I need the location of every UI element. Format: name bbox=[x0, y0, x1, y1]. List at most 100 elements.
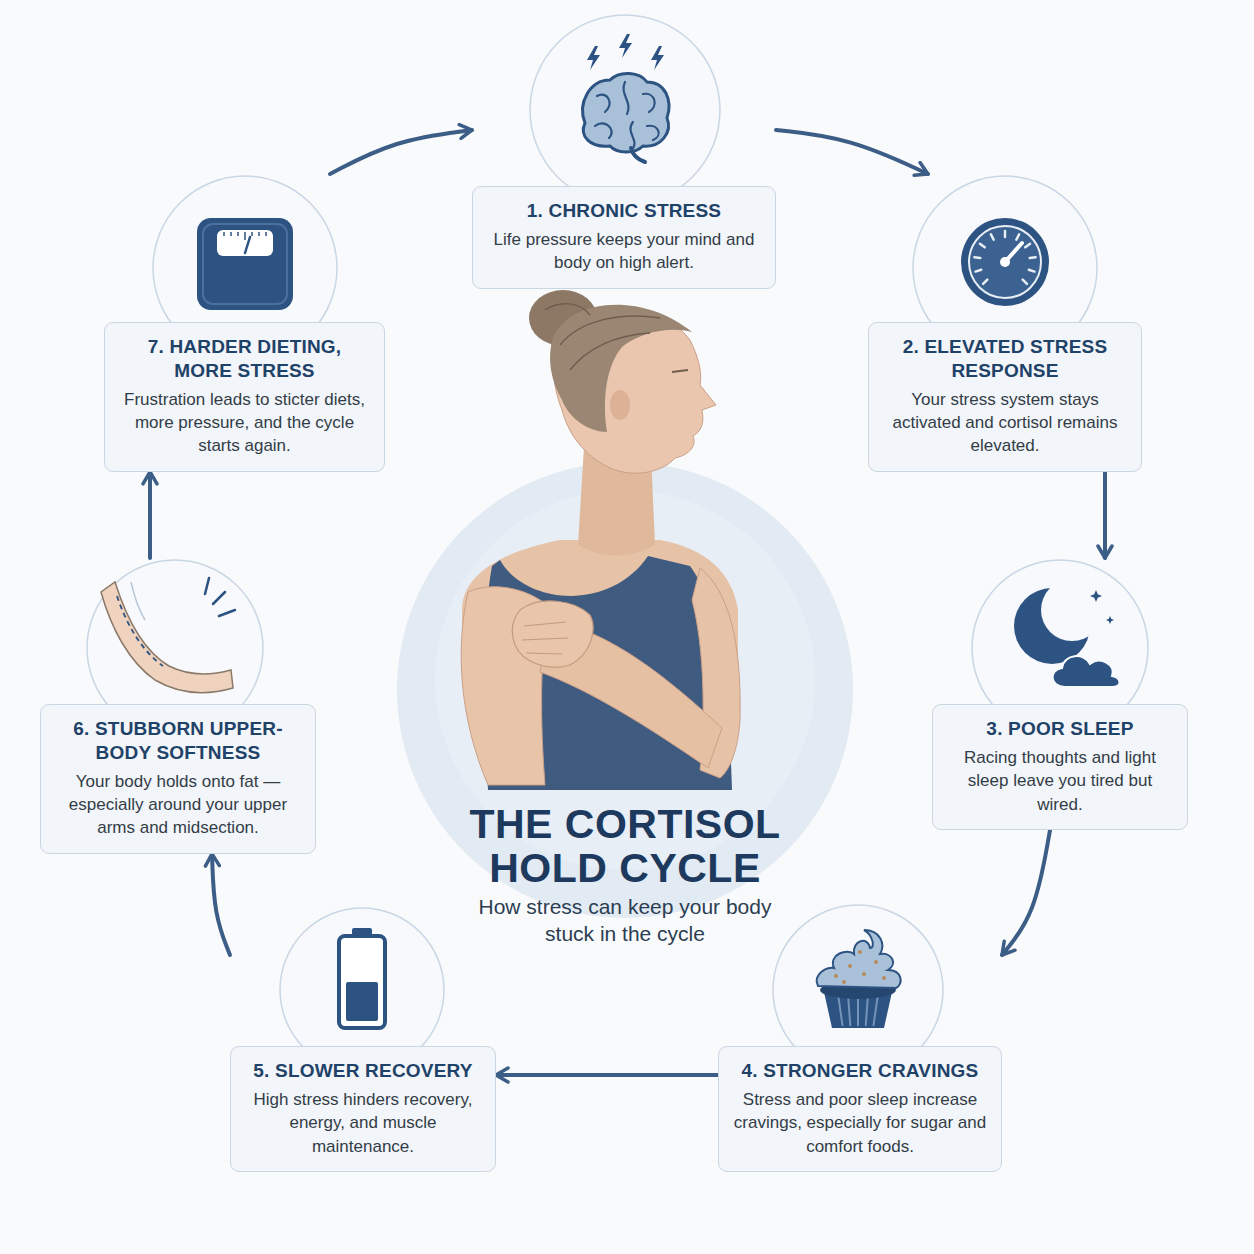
battery-icon bbox=[339, 928, 385, 1028]
scale-icon-part bbox=[245, 237, 250, 253]
gauge-icon-part bbox=[1029, 270, 1035, 272]
brain-icon-part bbox=[595, 82, 659, 148]
cycle-arrow bbox=[1103, 472, 1107, 558]
cycle-step: 7. HARDER DIETING, MORE STRESS Frustratio… bbox=[104, 174, 385, 472]
step-heading: 2. ELEVATED STRESS RESPONSE bbox=[883, 335, 1127, 383]
woman-figure-part bbox=[512, 601, 593, 667]
cycle-arrow bbox=[212, 854, 230, 955]
scale-icon-part bbox=[203, 224, 287, 304]
scale-icon-part bbox=[265, 232, 267, 236]
woman-figure bbox=[461, 290, 740, 790]
cycle-arrow bbox=[776, 130, 928, 174]
step-description: Your body holds onto fat —especially aro… bbox=[55, 770, 301, 840]
step-description: Life pressure keeps your mind and body o… bbox=[487, 228, 761, 275]
step-heading: 5. SLOWER RECOVERY bbox=[245, 1059, 481, 1083]
brain-icon bbox=[583, 34, 669, 162]
brain-icon-part bbox=[651, 46, 664, 70]
scale-icon-part bbox=[230, 232, 232, 236]
cycle-arrow bbox=[496, 1073, 718, 1077]
brain-icon-part bbox=[587, 46, 600, 70]
scale-icon bbox=[197, 218, 293, 310]
cycle-arrow bbox=[330, 130, 472, 174]
gauge-icon bbox=[961, 218, 1049, 306]
cupcake-icon-part bbox=[866, 994, 868, 1026]
step-box: 2. ELEVATED STRESS RESPONSE Your stress s… bbox=[868, 322, 1142, 472]
step-description: Racing thoughts and light sleep leave yo… bbox=[947, 746, 1173, 816]
gauge-icon-part bbox=[983, 280, 987, 284]
arm-icon bbox=[101, 578, 235, 693]
gauge-icon-part bbox=[1030, 256, 1036, 259]
cupcake-icon-part bbox=[862, 972, 866, 976]
arm-icon-part bbox=[131, 582, 145, 620]
gauge-icon-part bbox=[1000, 257, 1010, 267]
moon-icon-part bbox=[1106, 616, 1114, 624]
brain-icon-part bbox=[631, 148, 645, 162]
cycle-step: 5. SLOWER RECOVERY High stress hinders re… bbox=[230, 906, 496, 1172]
moon-icon bbox=[1014, 579, 1120, 687]
cupcake-icon-part bbox=[874, 960, 878, 964]
cycle-step: 2. ELEVATED STRESS RESPONSE Your stress s… bbox=[868, 174, 1142, 472]
step-heading: 1. CHRONIC STRESS bbox=[487, 199, 761, 223]
cupcake-icon bbox=[817, 930, 901, 1028]
arm-icon-part bbox=[205, 578, 235, 616]
diagram-caption: How stress can keep your body stuck in t… bbox=[465, 893, 785, 948]
brain-icon-part bbox=[583, 73, 669, 152]
step-heading: 7. HARDER DIETING, MORE STRESS bbox=[119, 335, 370, 383]
step-heading: 3. POOR SLEEP bbox=[947, 717, 1173, 741]
gauge-icon-part bbox=[974, 256, 980, 259]
cycle-arrow bbox=[1002, 830, 1050, 955]
step-box: 3. POOR SLEEP Racing thoughts and light s… bbox=[932, 704, 1188, 830]
gauge-icon-part bbox=[1004, 231, 1007, 237]
cycle-step: 4. STRONGER CRAVINGS Stress and poor slee… bbox=[718, 903, 1002, 1172]
moon-icon-part bbox=[1041, 579, 1103, 641]
cupcake-icon-part bbox=[848, 994, 850, 1026]
arm-icon-part bbox=[101, 582, 233, 693]
woman-figure-part bbox=[610, 390, 630, 420]
step-description: Your stress system stays activated and c… bbox=[883, 388, 1127, 458]
step-description: Stress and poor sleep increase cravings,… bbox=[733, 1088, 987, 1158]
scale-icon-part bbox=[244, 232, 246, 240]
gauge-icon-part bbox=[1016, 234, 1019, 239]
scale-icon-part bbox=[197, 218, 293, 310]
cupcake-icon-part bbox=[882, 976, 886, 980]
cycle-step: 3. POOR SLEEP Racing thoughts and light s… bbox=[932, 558, 1188, 830]
cupcake-icon-part bbox=[834, 974, 838, 978]
scale-icon-part bbox=[251, 232, 253, 236]
step-box: 5. SLOWER RECOVERY High stress hinders re… bbox=[230, 1046, 496, 1172]
cupcake-icon-part bbox=[848, 964, 852, 968]
step-description: Frustration leads to sticter diets, more… bbox=[119, 388, 370, 458]
gauge-icon-part bbox=[991, 234, 994, 239]
moon-icon-part bbox=[1090, 590, 1102, 602]
cycle-arrow bbox=[148, 472, 152, 558]
woman-figure-part bbox=[522, 622, 568, 654]
woman-figure-part bbox=[545, 304, 660, 370]
step-box: 6. STUBBORN UPPER-BODY SOFTNESS Your body… bbox=[40, 704, 316, 854]
step-icon bbox=[472, 13, 776, 209]
diagram-title: THE CORTISOL HOLD CYCLE bbox=[435, 802, 815, 891]
gauge-icon-part bbox=[1025, 244, 1030, 248]
gauge-icon-part bbox=[969, 226, 1041, 298]
cupcake-icon-part bbox=[858, 950, 862, 954]
battery-icon-part bbox=[346, 982, 378, 1021]
woman-figure-part bbox=[672, 370, 688, 372]
gauge-icon-part bbox=[980, 244, 985, 248]
gauge-icon-part bbox=[961, 218, 1049, 306]
icon-circle bbox=[530, 15, 720, 205]
brain-icon-part bbox=[619, 34, 632, 58]
cupcake-icon-part bbox=[838, 994, 843, 1026]
step-box: 1. CHRONIC STRESS Life pressure keeps you… bbox=[472, 186, 776, 289]
cupcake-icon-part bbox=[873, 994, 878, 1026]
step-description: High stress hinders recovery, energy, an… bbox=[245, 1088, 481, 1158]
battery-icon-part bbox=[339, 936, 385, 1028]
cycle-step: 1. CHRONIC STRESS Life pressure keeps you… bbox=[472, 13, 776, 289]
moon-icon-part bbox=[1053, 656, 1120, 687]
scale-icon-part bbox=[223, 232, 225, 236]
cupcake-icon-part bbox=[817, 930, 901, 988]
step-box: 4. STRONGER CRAVINGS Stress and poor slee… bbox=[718, 1046, 1002, 1172]
arm-icon-part bbox=[117, 596, 163, 666]
step-heading: 4. STRONGER CRAVINGS bbox=[733, 1059, 987, 1083]
cycle-step: 6. STUBBORN UPPER-BODY SOFTNESS Your body… bbox=[40, 558, 316, 854]
step-heading: 6. STUBBORN UPPER-BODY SOFTNESS bbox=[55, 717, 301, 765]
